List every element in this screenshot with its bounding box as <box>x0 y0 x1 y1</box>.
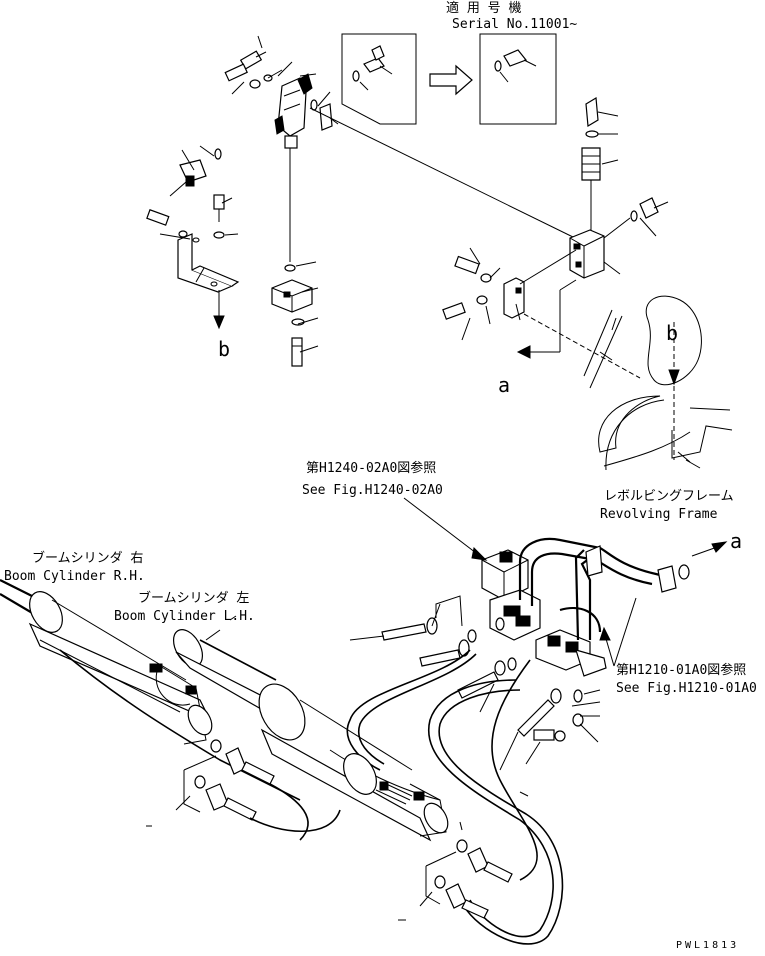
revolving-frame-jp: レボルビングフレーム <box>604 489 734 504</box>
serial-applicable-label: 適 用 号 機 <box>446 0 521 16</box>
revolving-frame-en: Revolving Frame <box>600 507 718 522</box>
boom-cylinder-rh-en: Boom Cylinder R.H. <box>4 569 145 584</box>
block-part <box>271 279 313 313</box>
callout-b-left: b <box>218 337 230 361</box>
valve-body <box>274 73 313 149</box>
revolving-frame-detail <box>583 295 733 471</box>
drawing-code: PWL1813 <box>676 940 739 951</box>
reference-h1210-jp: 第H1210-01A0図参照 <box>616 662 746 678</box>
callout-b-right: b <box>666 321 678 345</box>
top-left-valve-assembly <box>146 35 576 367</box>
bracket-part <box>177 233 240 293</box>
reference-h1210-en: See Fig.H1210-01A0 <box>616 681 757 696</box>
main-valve-assembly <box>346 497 728 945</box>
reference-h1240-jp: 第H1240-02A0図参照 <box>306 460 436 476</box>
boom-cylinder-rh-jp: ブームシリンダ 右 <box>32 550 143 566</box>
bolt-part <box>224 50 273 89</box>
callout-a-right: a <box>730 529 742 553</box>
elbow-fitting <box>179 148 222 187</box>
top-right-block-assembly <box>442 96 669 379</box>
reference-h1240-en: See Fig.H1240-02A0 <box>302 483 443 498</box>
boom-cylinder-lh <box>172 629 513 919</box>
serial-number-label: Serial No.11001~ <box>452 17 577 32</box>
boom-cylinder-lh-jp: ブームシリンダ 左 <box>138 590 249 606</box>
boom-cylinder-lh-en: Boom Cylinder L.H. <box>114 609 255 624</box>
boom-cylinder-rh <box>0 579 341 841</box>
serial-detail: 適 用 号 機 Serial No.11001~ <box>341 0 577 125</box>
callout-a-left: a <box>498 373 510 397</box>
